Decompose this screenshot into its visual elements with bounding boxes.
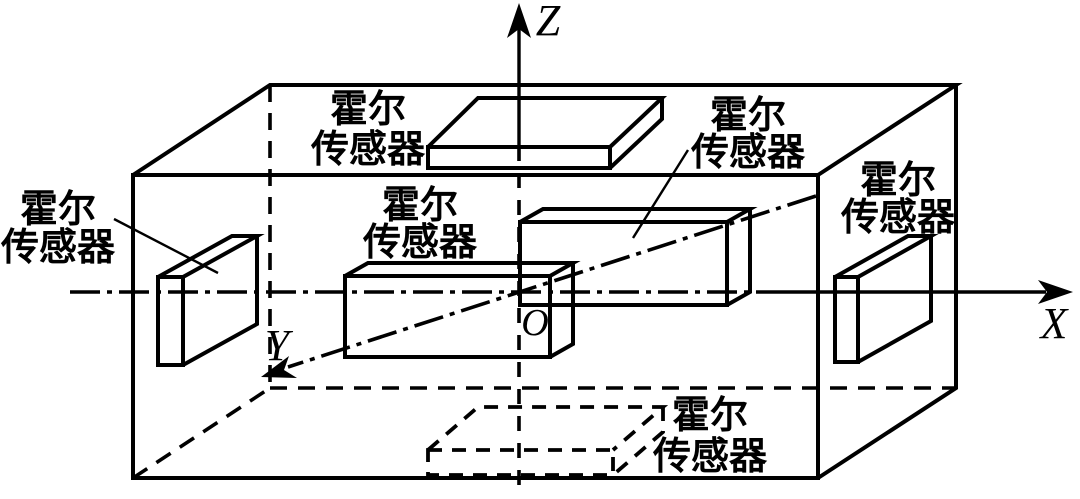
sensor-label-y-axis: 霍尔 传感器 [690,95,806,174]
sensor-label-line2: 传感器 [690,132,806,174]
x-axis-arrowhead [1038,280,1073,304]
axis-labels: Z X Y O [265,0,1070,370]
sensor-label-line2: 传感器 [310,129,426,171]
x-axis [70,280,1073,304]
hall-sensor-top-face [426,96,668,170]
sensor-label-bottom-face: 霍尔 传感器 [652,395,768,478]
sensor-label-x-axis: 霍尔 传感器 [362,185,478,264]
hall-sensor-right-face [833,234,939,364]
hall-sensor-x-axis [343,261,581,359]
sensor-label-line2: 传感器 [362,222,478,264]
y-axis-label: Y [265,321,294,370]
hall-sensor-y-axis [518,207,758,307]
outer-box [131,83,963,480]
sensor-label-line2: 传感器 [0,227,116,269]
origin-label: O [521,302,548,344]
x-axis-label: X [1039,299,1070,348]
z-axis-label: Z [536,0,561,45]
left-label-pointer-line [113,217,219,275]
sensor-label-line2: 传感器 [652,436,768,478]
sensor-label-line1: 霍尔 [20,189,96,231]
outer-box-right-face [816,85,958,480]
y-axis-centerline [287,194,817,369]
hall-sensor-bottom-face [426,405,669,477]
sensor-label-line1: 霍尔 [710,95,786,137]
sensor-label-line1: 霍尔 [330,89,406,131]
y-axis-arrowhead [261,356,297,378]
z-axis [507,3,531,497]
sensor-label-top-face: 霍尔 传感器 [310,89,426,171]
sensor-label-line2: 传感器 [840,197,956,239]
z-axis-arrowhead [507,3,531,38]
sensor-label-line1: 霍尔 [672,395,748,437]
y-sensor-label-pointer-line [631,149,690,239]
outer-box-top-face [131,83,963,177]
y-axis [261,194,817,378]
sensor-label-line1: 霍尔 [382,185,458,227]
outer-box-hidden-bottom-left-edge [132,386,271,480]
sensor-label-right-face: 霍尔 传感器 [840,160,956,239]
hall-sensor-left-face [156,234,265,367]
sensor-label-line1: 霍尔 [860,160,936,202]
sensor-label-left-face: 霍尔 传感器 [0,189,116,269]
